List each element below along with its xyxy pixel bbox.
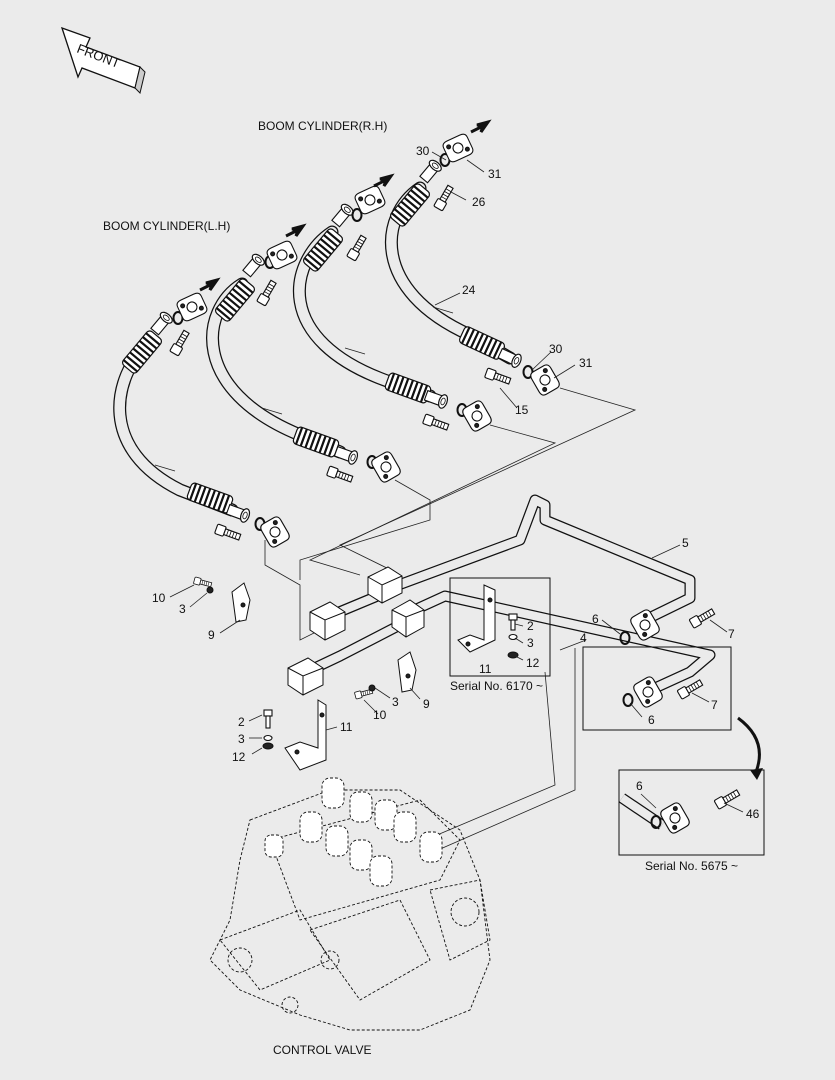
split-flange xyxy=(353,183,387,217)
callout-31: 31 xyxy=(488,167,502,181)
callout-12: 12 xyxy=(526,656,540,670)
callout-7: 7 xyxy=(728,627,735,641)
bolt-icon xyxy=(325,465,354,485)
washer-icon xyxy=(368,684,376,692)
pipes xyxy=(297,494,716,694)
split-flange xyxy=(369,449,403,485)
block-4 xyxy=(287,657,324,696)
bracket-lower xyxy=(284,699,327,771)
block-1 xyxy=(309,601,346,641)
serial-5675-label: Serial No. 5675 ~ xyxy=(645,859,738,873)
control-valve xyxy=(209,789,491,1031)
boom-cylinder-lh-title: BOOM CYLINDER(L.H) xyxy=(103,219,230,233)
bracket-upper xyxy=(457,584,496,653)
control-valve-title: CONTROL VALVE xyxy=(273,1043,371,1057)
hose-fitting xyxy=(417,157,444,185)
callout-26: 26 xyxy=(472,195,486,209)
bolt-icon xyxy=(421,413,450,433)
direction-arrow-icon xyxy=(198,278,219,292)
callout-9: 9 xyxy=(423,697,430,711)
split-flange xyxy=(265,238,299,272)
hose-sleeve xyxy=(119,328,165,376)
bolt-icon xyxy=(169,328,192,357)
hose-fitting xyxy=(240,251,267,279)
split-flange xyxy=(658,800,692,836)
callout-6: 6 xyxy=(648,713,655,727)
hose-fitting xyxy=(496,346,524,370)
callout-46: 46 xyxy=(746,807,760,821)
callout-6: 6 xyxy=(592,612,599,626)
spool-caps xyxy=(264,777,443,887)
connection-lines xyxy=(264,387,637,641)
detail-box-serial-6170 xyxy=(449,577,551,677)
callout-30: 30 xyxy=(549,342,563,356)
junction-blocks xyxy=(287,566,425,696)
callout-9: 9 xyxy=(208,628,215,642)
callout-leaders xyxy=(169,151,744,813)
callout-15: 15 xyxy=(515,403,529,417)
hose-fitting xyxy=(225,502,252,525)
bolt-2-upper xyxy=(507,613,519,659)
direction-arrow-icon xyxy=(372,174,393,188)
detail-arrow-icon xyxy=(737,716,761,773)
bolt-icon xyxy=(688,606,717,629)
split-flange xyxy=(460,398,494,434)
bolt-2-lower xyxy=(262,709,274,750)
clamp-upper xyxy=(231,582,251,623)
bolt-icon xyxy=(483,367,512,387)
hose-sleeve xyxy=(291,424,341,460)
block-2 xyxy=(367,566,403,604)
pipe-route-line xyxy=(429,671,556,839)
bolt-icon xyxy=(346,233,369,262)
hose-fitting xyxy=(329,201,356,229)
washer-icon xyxy=(206,586,214,594)
direction-arrow-icon xyxy=(469,120,490,134)
direction-arrow-icon xyxy=(284,224,305,238)
callout-30: 30 xyxy=(416,144,430,158)
callout-2: 2 xyxy=(527,619,534,633)
arrow-head-icon xyxy=(750,768,763,780)
hose-fitting xyxy=(423,388,450,411)
split-flange xyxy=(441,131,475,165)
callout-12: 12 xyxy=(232,750,246,764)
callout-4: 4 xyxy=(580,631,587,645)
detail-box-serial-5675 xyxy=(618,769,765,856)
bolt-icon xyxy=(713,787,742,810)
callout-11: 11 xyxy=(340,720,353,734)
bolt-icon xyxy=(213,523,242,543)
boom-cylinder-rh-title: BOOM CYLINDER(R.H) xyxy=(258,119,387,133)
callout-3: 3 xyxy=(238,732,245,746)
front-arrow-icon: FRONT xyxy=(60,26,146,94)
block-3 xyxy=(391,599,425,638)
callout-7: 7 xyxy=(711,698,718,712)
callout-6: 6 xyxy=(636,779,643,793)
detail-box-flange xyxy=(582,646,732,731)
bolt-icon xyxy=(193,576,213,589)
callout-3: 3 xyxy=(527,636,534,650)
callout-11: 11 xyxy=(479,662,492,676)
callout-2: 2 xyxy=(238,715,245,729)
callout-10: 10 xyxy=(373,708,387,722)
hose-sleeve xyxy=(185,480,235,516)
hose-fitting xyxy=(333,444,360,467)
clamp-lower xyxy=(397,651,417,693)
callout-24: 24 xyxy=(462,283,476,297)
callout-5: 5 xyxy=(682,536,689,550)
callout-3: 3 xyxy=(392,695,399,709)
split-flange xyxy=(175,290,209,324)
serial-6170-label: Serial No. 6170 ~ xyxy=(450,679,543,693)
callout-3: 3 xyxy=(179,602,186,616)
pipe-route-line xyxy=(437,648,576,851)
callout-numbers: 30 31 26 24 30 31 15 5 6 7 4 2 3 11 12 1… xyxy=(152,144,760,821)
callout-31: 31 xyxy=(579,356,593,370)
callout-10: 10 xyxy=(152,591,166,605)
bolt-icon xyxy=(256,278,279,307)
bolt-icon xyxy=(433,183,456,212)
